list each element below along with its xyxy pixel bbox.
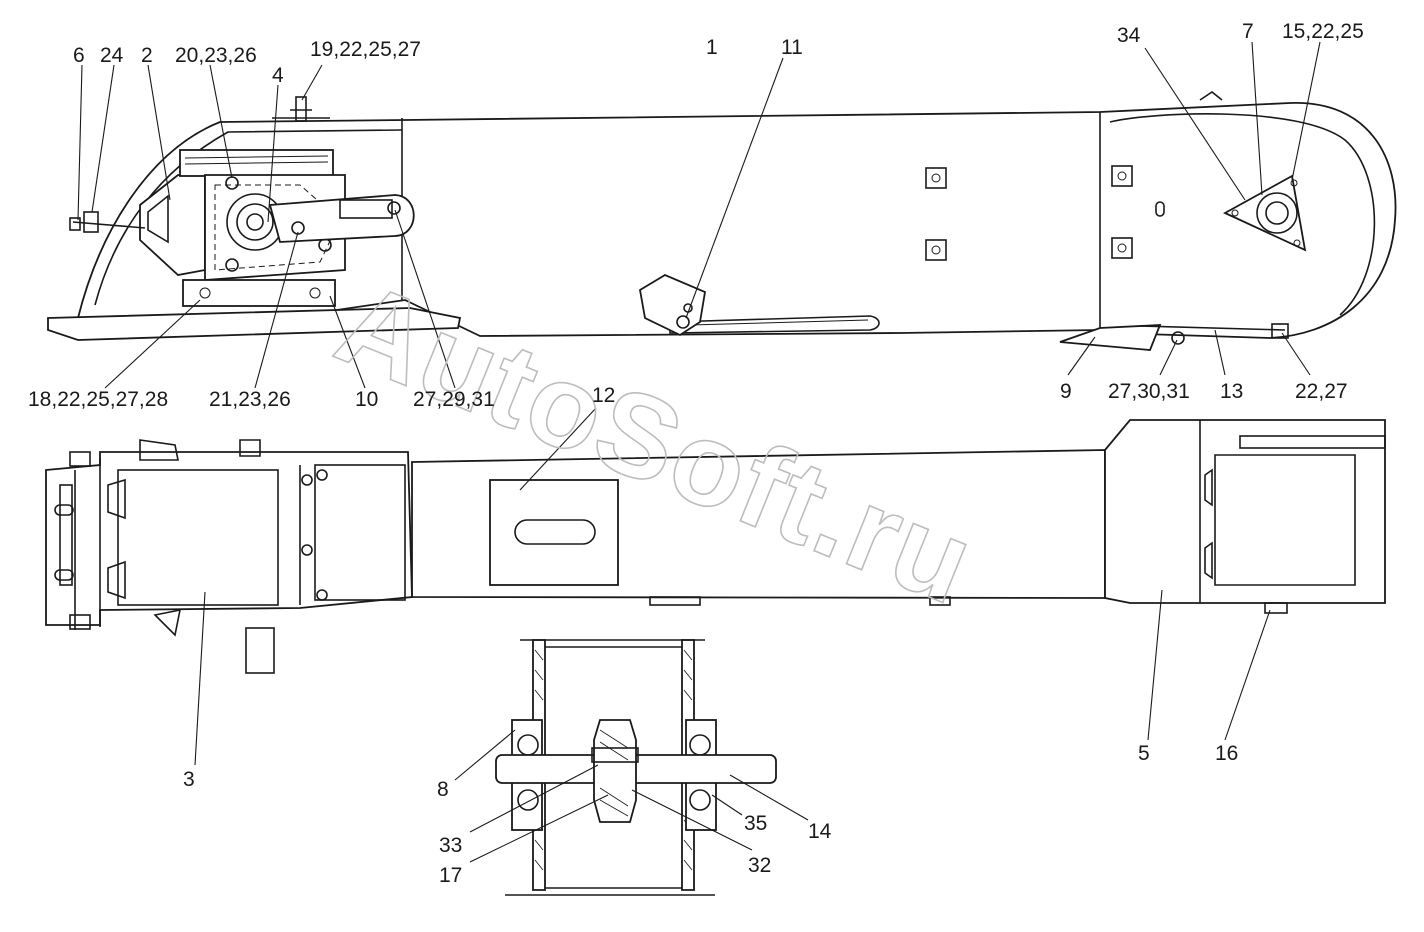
leader-lines	[77, 41, 1321, 863]
label-15-22-25: 15,22,25	[1282, 20, 1364, 43]
tail-section-5	[1104, 419, 1386, 604]
label-8: 8	[437, 778, 449, 801]
label-14: 14	[808, 820, 832, 843]
plan-view	[45, 419, 1386, 674]
label-12: 12	[592, 384, 615, 407]
label-9: 9	[1060, 380, 1072, 403]
section-view	[495, 639, 777, 896]
label-22-27: 22,27	[1295, 380, 1348, 403]
label-27-30-31: 27,30,31	[1108, 380, 1190, 403]
label-20-23-26: 20,23,26	[175, 44, 257, 67]
label-1: 1	[706, 36, 718, 59]
label-5: 5	[1138, 742, 1150, 765]
label-6: 6	[73, 44, 85, 67]
label-11: 11	[781, 36, 803, 59]
label-2: 2	[141, 44, 153, 67]
label-13: 13	[1220, 380, 1243, 403]
label-16: 16	[1215, 742, 1238, 765]
label-24: 24	[100, 44, 124, 67]
label-19-22-25-27: 19,22,25,27	[310, 38, 421, 61]
label-7: 7	[1242, 20, 1254, 43]
label-34: 34	[1117, 24, 1141, 47]
label-18-22-25-27-28: 18,22,25,27,28	[28, 388, 168, 411]
side-view	[47, 91, 1397, 351]
drive-head-3	[45, 451, 413, 626]
housing-1	[76, 102, 1397, 339]
label-10: 10	[355, 388, 378, 411]
label-3: 3	[183, 768, 195, 791]
sprocket-17	[593, 719, 637, 823]
label-35: 35	[744, 812, 767, 835]
label-27-29-31: 27,29,31	[413, 388, 495, 411]
label-33: 33	[439, 834, 462, 857]
part-labels: 6 24 2 20,23,26 19,22,25,27 4 1 11 34 7 …	[28, 20, 1364, 887]
label-21-23-26: 21,23,26	[209, 388, 291, 411]
label-17: 17	[439, 864, 462, 887]
label-32: 32	[748, 854, 771, 877]
label-4: 4	[272, 64, 284, 87]
